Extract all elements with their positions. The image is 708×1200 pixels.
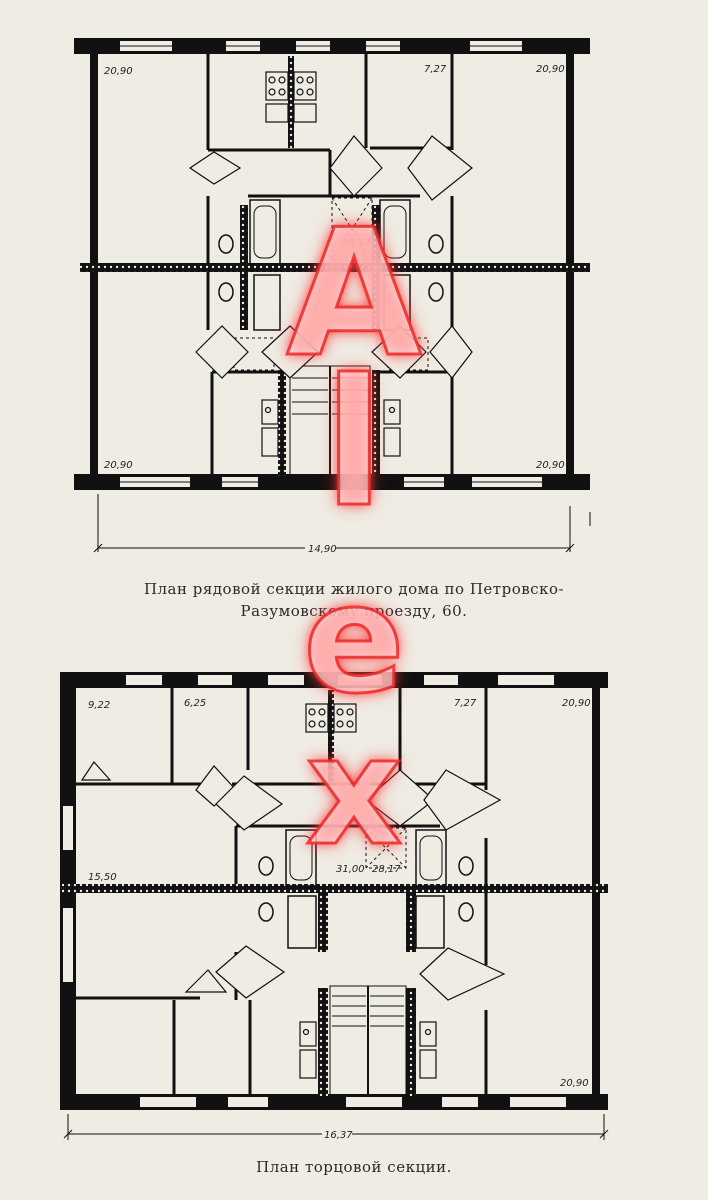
top-width-dimension: 14,90 (308, 544, 337, 555)
top-area-top-left: 20,90 (104, 66, 133, 77)
top-plan-caption-line2: Разумовскому проезду, 60. (240, 602, 468, 620)
top-floor-plan (74, 38, 591, 553)
bottom-area-top-a: 9,22 (88, 700, 110, 711)
bottom-floor-plan (60, 672, 609, 1140)
watermark-letter-l: l (323, 343, 386, 546)
bottom-spine-wall (62, 884, 608, 893)
top-area-center: 28,17 (342, 238, 371, 249)
bottom-area-center-b: 28,17 (372, 864, 401, 875)
bottom-area-center-a: 31,00 (336, 864, 365, 875)
top-wall-bottom (74, 474, 590, 490)
watermark-letter-x: x (304, 705, 404, 879)
bottom-staircase (329, 985, 407, 1097)
top-spine-wall (80, 263, 590, 272)
top-area-top-mid: 7,27 (424, 64, 447, 75)
bottom-plan-caption: План торцовой секции. (256, 1158, 452, 1176)
bottom-plan-labels: 9,22 6,25 7,27 20,90 15,50 31,00 28,17 2… (88, 698, 591, 1141)
bottom-wall-top (60, 672, 608, 688)
top-plan-caption: План рядовой секции жилого дома по Петро… (0, 578, 708, 622)
watermark-letter-e: e (302, 553, 407, 727)
top-area-bottom-right: 20,90 (536, 460, 565, 471)
bottom-area-top-b: 6,25 (184, 698, 206, 709)
top-staircase (289, 365, 371, 477)
top-plan-caption-line1: План рядовой секции жилого дома по Петро… (143, 580, 565, 598)
watermark-letter-a: A (285, 193, 423, 396)
top-wall-top (74, 38, 590, 54)
bottom-area-top-mid: 7,27 (454, 698, 477, 709)
top-area-bottom-left: 20,90 (104, 460, 133, 471)
bottom-width-dimension: 16,37 (324, 1130, 353, 1141)
bottom-area-top-right: 20,90 (562, 698, 591, 709)
top-area-top-right: 20,90 (536, 64, 565, 75)
bottom-area-left-mid: 15,50 (88, 872, 117, 883)
bottom-area-bottom-right: 20,90 (560, 1078, 589, 1089)
top-plan-labels: 20,90 7,27 20,90 28,17 20,90 20,90 14,90 (104, 64, 565, 555)
